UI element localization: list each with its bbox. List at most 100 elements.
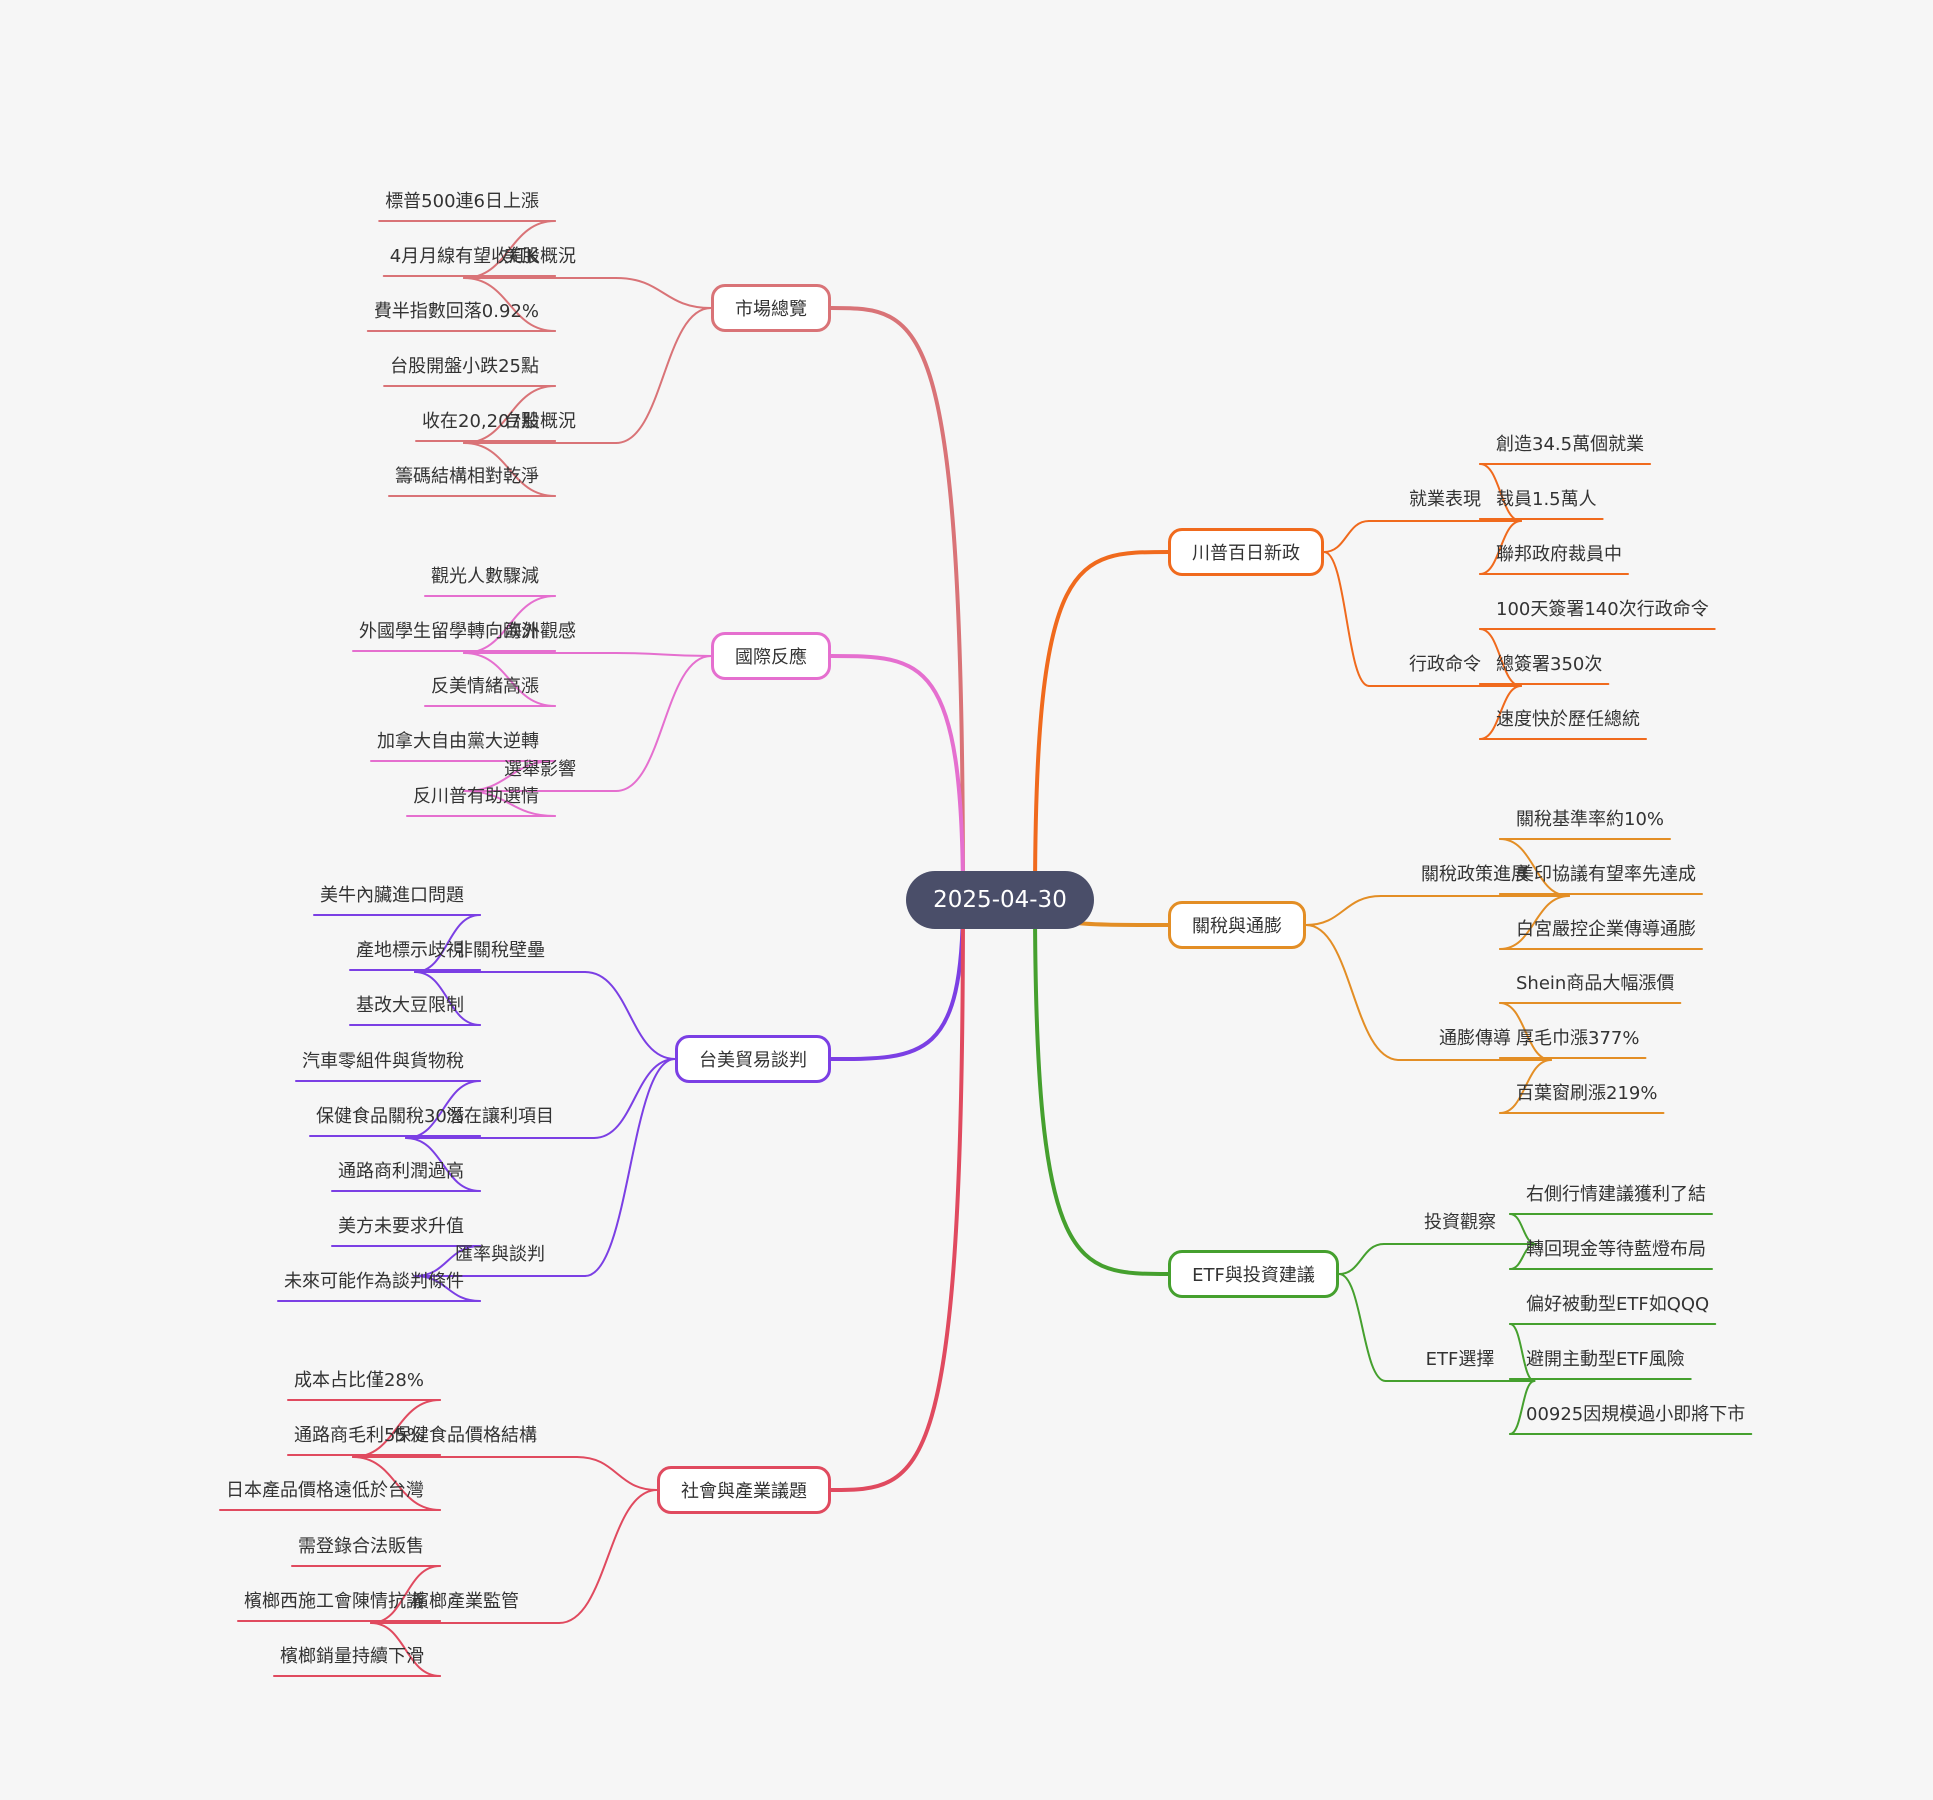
branch-etf-investment[interactable]: ETF與投資建議 [1168, 1250, 1339, 1298]
leaf-connector [1479, 520, 1522, 575]
leaf-connector [370, 1622, 441, 1677]
leaf-node[interactable]: 基改大豆限制 [356, 995, 464, 1016]
leaf-node[interactable]: 百葉窗刷漲219% [1516, 1083, 1658, 1104]
leaf-node[interactable]: 檳榔西施工會陳情抗議 [244, 1591, 424, 1612]
leaf-node[interactable]: 需登錄合法販售 [298, 1536, 424, 1557]
subtopic-node[interactable]: ETF選擇 [1425, 1349, 1495, 1370]
leaf-node[interactable]: 速度快於歷任總統 [1496, 709, 1640, 730]
subtopic-node[interactable]: 投資觀察 [1424, 1212, 1496, 1233]
leaf-node[interactable]: 保健食品關稅30% [315, 1106, 464, 1127]
leaf-connector [1479, 685, 1522, 740]
subtopic-node[interactable]: 潛在讓利項目 [446, 1106, 554, 1127]
leaf-connector [1499, 1059, 1552, 1114]
subtopic-connector [1305, 895, 1382, 926]
subtopic-node[interactable]: 台股概況 [504, 411, 576, 432]
leaf-node[interactable]: 100天簽署140次行政命令 [1496, 599, 1709, 620]
leaf-node[interactable]: 聯邦政府裁員中 [1496, 544, 1622, 565]
leaf-connector [405, 1137, 481, 1192]
subtopic-node[interactable]: 關稅政策進展 [1421, 864, 1529, 885]
leaf-node[interactable]: 美印協議有望率先達成 [1516, 864, 1696, 885]
leaf-node[interactable]: 標普500連6日上漲 [385, 191, 539, 212]
leaf-node[interactable]: 檳榔銷量持續下滑 [280, 1646, 424, 1667]
leaf-node[interactable]: 籌碼結構相對乾淨 [395, 466, 539, 487]
leaf-node[interactable]: 總簽署350次 [1496, 654, 1603, 675]
branch-trump-100-days[interactable]: 川普百日新政 [1168, 528, 1324, 576]
leaf-node[interactable]: Shein商品大幅漲價 [1516, 973, 1675, 994]
leaf-node[interactable]: 創造34.5萬個就業 [1496, 434, 1645, 455]
subtopic-node[interactable]: 行政命令 [1409, 654, 1481, 675]
branch-taiwan-us-trade[interactable]: 台美貿易談判 [675, 1035, 831, 1083]
subtopic-node[interactable]: 就業表現 [1409, 489, 1481, 510]
leaf-node[interactable]: 美牛內臟進口問題 [320, 885, 464, 906]
branch-connector [829, 306, 965, 902]
leaf-connector [463, 277, 556, 332]
leaf-connector [463, 652, 556, 707]
leaf-node[interactable]: 白宮嚴控企業傳導通膨 [1516, 919, 1696, 940]
subtopic-node[interactable]: 美股概況 [504, 246, 576, 267]
leaf-connector [463, 760, 556, 792]
branch-tariff-inflation[interactable]: 關稅與通膨 [1168, 901, 1306, 949]
leaf-node[interactable]: 偏好被動型ETF如QQQ [1526, 1294, 1710, 1315]
leaf-connector [1509, 1380, 1536, 1435]
leaf-node[interactable]: 汽車零組件與貨物稅 [302, 1051, 464, 1072]
subtopic-connector [558, 1489, 658, 1624]
leaf-node[interactable]: 裁員1.5萬人 [1496, 489, 1597, 510]
leaf-node[interactable]: 避開主動型ETF風險 [1526, 1349, 1685, 1370]
branch-international-reaction[interactable]: 國際反應 [711, 632, 831, 680]
leaf-node[interactable]: 產地標示歧視 [356, 940, 464, 961]
subtopic-connector [1323, 551, 1370, 687]
leaf-node[interactable]: 費半指數回落0.92% [373, 301, 539, 322]
leaf-connector [352, 1456, 441, 1511]
leaf-node[interactable]: 美方未要求升值 [338, 1216, 464, 1237]
subtopic-node[interactable]: 非關稅壁壘 [455, 940, 545, 961]
leaf-node[interactable]: 收在20,207點 [422, 411, 539, 432]
subtopic-node[interactable]: 檳榔產業監管 [411, 1591, 519, 1612]
leaf-node[interactable]: 反川普有助選情 [413, 786, 539, 807]
leaf-node[interactable]: 通路商毛利55% [293, 1425, 424, 1446]
subtopic-connector [1338, 1243, 1385, 1275]
leaf-node[interactable]: 00925因規模過小即將下市 [1526, 1404, 1746, 1425]
leaf-node[interactable]: 關稅基準率約10% [1516, 809, 1665, 830]
leaf-node[interactable]: 未來可能作為談判條件 [284, 1271, 464, 1292]
leaf-node[interactable]: 外國學生留學轉向歐洲 [359, 621, 539, 642]
branch-social-industry[interactable]: 社會與產業議題 [657, 1466, 831, 1514]
branch-market-overview[interactable]: 市場總覽 [711, 284, 831, 332]
leaf-node[interactable]: 厚毛巾漲377% [1516, 1028, 1640, 1049]
leaf-node[interactable]: 成本占比僅28% [293, 1370, 424, 1391]
leaf-node[interactable]: 轉回現金等待藍燈布局 [1526, 1239, 1706, 1260]
subtopic-node[interactable]: 通膨傳導 [1439, 1028, 1511, 1049]
leaf-node[interactable]: 日本產品價格遠低於台灣 [226, 1480, 424, 1501]
branch-connector [1033, 550, 1170, 902]
leaf-connector [1499, 895, 1570, 950]
leaf-connector [414, 971, 481, 1026]
subtopic-connector [1338, 1273, 1387, 1382]
leaf-connector [463, 442, 556, 497]
subtopic-connector [615, 655, 712, 792]
subtopic-connector [1305, 924, 1400, 1061]
leaf-node[interactable]: 觀光人數驟減 [431, 566, 539, 587]
branch-connector [829, 898, 965, 1492]
leaf-node[interactable]: 反美情緒高漲 [431, 676, 539, 697]
subtopic-connector [584, 971, 676, 1060]
subtopic-connector [593, 1058, 676, 1139]
subtopic-node[interactable]: 保健食品價格結構 [393, 1425, 537, 1446]
subtopic-node[interactable]: 匯率與談判 [455, 1244, 545, 1265]
subtopic-node[interactable]: 海外觀感 [504, 621, 576, 642]
leaf-node[interactable]: 通路商利潤過高 [338, 1161, 464, 1182]
subtopic-connector [1323, 520, 1370, 553]
subtopic-connector [615, 652, 712, 657]
subtopic-connector [615, 307, 712, 444]
subtopic-connector [576, 1456, 658, 1491]
subtopic-connector [584, 1058, 676, 1277]
leaf-node[interactable]: 4月月線有望收紅K [389, 246, 539, 267]
leaf-node[interactable]: 加拿大自由黨大逆轉 [377, 731, 539, 752]
branch-connector [829, 654, 965, 902]
subtopic-connector [615, 277, 712, 309]
root-node[interactable]: 2025-04-30 [906, 871, 1094, 929]
leaf-node[interactable]: 右側行情建議獲利了結 [1526, 1184, 1706, 1205]
subtopic-node[interactable]: 選舉影響 [504, 759, 576, 780]
branch-connector [1033, 898, 1170, 1276]
leaf-node[interactable]: 台股開盤小跌25點 [390, 356, 539, 377]
